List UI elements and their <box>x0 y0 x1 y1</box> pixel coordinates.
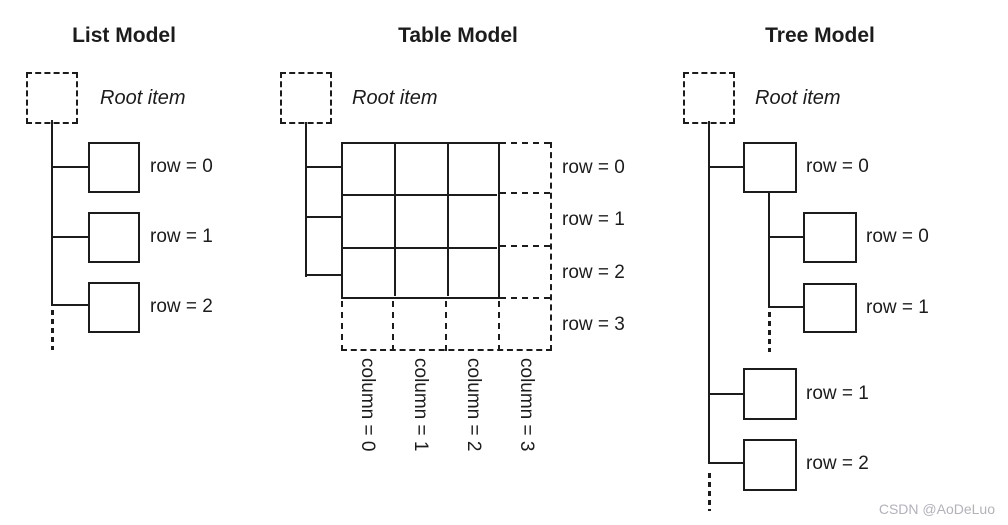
table-dashed-column-stub <box>444 301 447 351</box>
table-row-label: row = 3 <box>562 314 625 335</box>
table-grid-line-horizontal <box>343 193 497 196</box>
list-row-label: row = 0 <box>150 156 213 177</box>
list-model-title: List Model <box>72 24 176 47</box>
table-dashed-row-stub <box>500 245 550 247</box>
table-row-label: row = 2 <box>562 262 625 283</box>
table-grid-line-vertical <box>446 144 449 296</box>
tree-continuation-dots <box>707 473 711 511</box>
watermark: CSDN @AoDeLuo <box>878 501 995 517</box>
tree-child-row-label: row = 0 <box>866 226 929 247</box>
tree-item-box <box>743 439 797 491</box>
list-item-box <box>88 212 140 263</box>
list-row-label: row = 2 <box>150 296 213 317</box>
table-column-label: column = 3 <box>516 358 537 452</box>
table-column-label: column = 1 <box>410 358 431 452</box>
tree-branch-line <box>708 393 743 395</box>
table-model-title: Table Model <box>398 24 518 47</box>
table-dashed-row-stub <box>500 297 550 299</box>
table-branch-line <box>305 166 341 168</box>
table-dashed-column-edge <box>549 142 552 351</box>
table-dashed-row-stub <box>500 142 550 144</box>
table-grid-line-horizontal <box>343 246 497 249</box>
table-dashed-column-stub <box>497 301 500 351</box>
tree-child-item-box <box>803 283 857 333</box>
tree-subtree-continuation-dots <box>767 312 771 352</box>
table-row-label: row = 0 <box>562 157 625 178</box>
tree-root-item-box <box>683 72 735 124</box>
tree-item-box <box>743 142 797 193</box>
table-dashed-row-stub <box>500 192 550 194</box>
table-dashed-bottom-edge <box>341 348 552 351</box>
list-branch-line <box>51 236 88 238</box>
tree-model-title: Tree Model <box>765 24 875 47</box>
tree-branch-line <box>708 166 743 168</box>
table-branch-line <box>305 216 341 218</box>
table-dashed-column-stub <box>341 301 343 351</box>
list-trunk-line <box>51 120 53 306</box>
table-root-item-box <box>280 72 332 124</box>
table-grid <box>341 142 500 299</box>
list-row-label: row = 1 <box>150 226 213 247</box>
tree-item-box <box>743 368 797 420</box>
list-root-item-label: Root item <box>100 87 186 109</box>
table-grid-line-vertical <box>393 144 396 296</box>
table-root-item-label: Root item <box>352 87 438 109</box>
list-item-box <box>88 282 140 333</box>
tree-row-label: row = 0 <box>806 156 869 177</box>
list-continuation-dots <box>50 310 54 350</box>
tree-row-label: row = 1 <box>806 383 869 404</box>
table-dashed-column-stub <box>391 301 394 351</box>
list-root-item-box <box>26 72 78 124</box>
tree-subtrunk-line <box>768 193 770 308</box>
tree-branch-line <box>708 462 743 464</box>
list-item-box <box>88 142 140 193</box>
table-column-label: column = 2 <box>463 358 484 452</box>
table-row-label: row = 1 <box>562 209 625 230</box>
tree-row-label: row = 2 <box>806 453 869 474</box>
table-branch-line <box>305 274 341 276</box>
tree-child-row-label: row = 1 <box>866 297 929 318</box>
tree-subbranch-line <box>768 236 803 238</box>
tree-root-item-label: Root item <box>755 87 841 109</box>
tree-child-item-box <box>803 212 857 263</box>
tree-trunk-line <box>708 121 710 464</box>
list-branch-line <box>51 166 88 168</box>
tree-subbranch-line <box>768 306 803 308</box>
table-column-label: column = 0 <box>357 358 378 452</box>
table-trunk-line <box>305 122 307 277</box>
list-branch-line <box>51 304 88 306</box>
